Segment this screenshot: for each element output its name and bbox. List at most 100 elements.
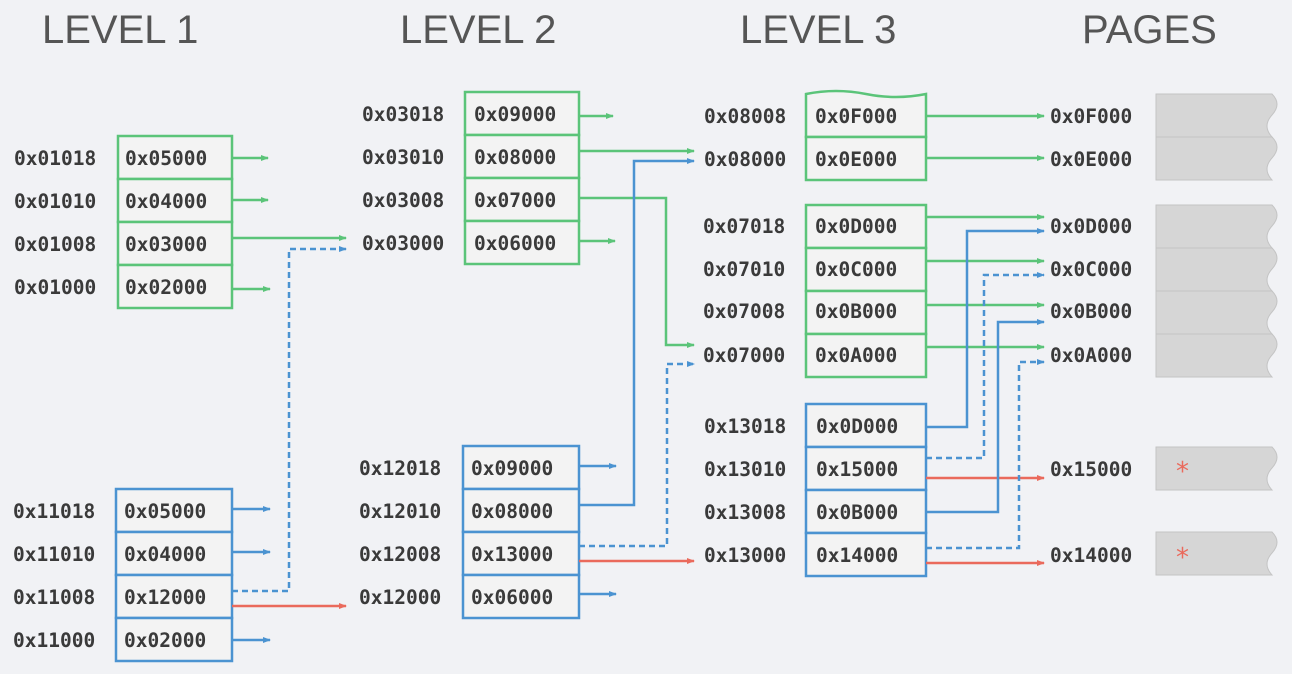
- entry-address: 0x07018: [703, 215, 785, 238]
- entry-address: 0x13018: [704, 415, 786, 438]
- table-cell: [463, 219, 581, 266]
- page-block: [1155, 247, 1278, 292]
- page-group-2: [1155, 204, 1278, 378]
- entry-address: 0x12018: [359, 457, 441, 480]
- page-address: 0x14000: [1050, 544, 1132, 567]
- entry-value: 0x0B000: [815, 300, 897, 323]
- table-cell: [804, 289, 928, 336]
- table-cell: [804, 246, 928, 293]
- entry-address: 0x11018: [13, 500, 95, 523]
- entry-value: 0x04000: [124, 543, 206, 566]
- arrows-level2-green: [579, 113, 695, 348]
- page-address: 0x0F000: [1050, 105, 1132, 128]
- pointer-arrow-dashed: [232, 246, 347, 593]
- page-marker-star: *: [1176, 457, 1189, 487]
- entry-address: 0x01000: [14, 276, 96, 299]
- entry-value: 0x0D000: [816, 415, 898, 438]
- page-address: 0x15000: [1050, 458, 1132, 481]
- page-address: 0x0B000: [1050, 300, 1132, 323]
- table-cell: [804, 531, 928, 578]
- page-block: [1155, 93, 1278, 138]
- page-address: 0x0A000: [1050, 344, 1132, 367]
- level2-blue-table: 0x12018 0x12010 0x12008 0x12000 0x09000 …: [359, 444, 581, 620]
- table-cell: [804, 402, 928, 449]
- entry-address: 0x12010: [359, 500, 441, 523]
- level1-green-table: 0x01018 0x01010 0x01008 0x01000 0x05000 …: [14, 134, 234, 310]
- page-group-1: [1155, 93, 1278, 181]
- page-block-14000: [1155, 531, 1278, 576]
- pointer-arrow-dashed: [926, 272, 1045, 460]
- arrows-level1-green: [232, 155, 347, 292]
- entry-address: 0x07008: [703, 300, 785, 323]
- page-block: [1155, 290, 1278, 335]
- table-cell: [463, 90, 581, 137]
- entry-address: 0x13000: [704, 544, 786, 567]
- entry-value: 0x13000: [471, 543, 553, 566]
- entry-value: 0x02000: [124, 629, 206, 652]
- table-cell: [463, 133, 581, 180]
- entry-address: 0x08000: [704, 148, 786, 171]
- table-cell: [116, 177, 234, 224]
- arrows-level1-blue: [232, 246, 347, 643]
- entry-address: 0x11000: [13, 629, 95, 652]
- page-block-15000: [1155, 446, 1278, 491]
- entry-address: 0x13008: [704, 501, 786, 524]
- entry-value: 0x0F000: [815, 105, 897, 128]
- page-address: 0x0D000: [1050, 215, 1132, 238]
- page-block: [1155, 204, 1278, 249]
- entry-value: 0x05000: [125, 147, 207, 170]
- entry-address: 0x01008: [14, 233, 96, 256]
- entry-value: 0x03000: [125, 233, 207, 256]
- entry-value: 0x0E000: [815, 148, 897, 171]
- entry-address: 0x12000: [359, 586, 441, 609]
- level3-green-table-b: 0x07018 0x07010 0x07008 0x07000 0x0D000 …: [703, 203, 928, 379]
- pointer-arrow: [579, 196, 695, 348]
- entry-address: 0x08008: [704, 105, 786, 128]
- entry-address: 0x03000: [362, 232, 444, 255]
- pointer-arrow: [926, 228, 1045, 429]
- entry-value: 0x12000: [124, 586, 206, 609]
- entry-address: 0x03018: [362, 103, 444, 126]
- arrows-level3-blue: [926, 228, 1045, 566]
- header-pages: PAGES: [1082, 8, 1217, 52]
- arrows-level3-green: [926, 113, 1045, 350]
- entry-value: 0x0C000: [815, 258, 897, 281]
- entry-value: 0x08000: [474, 146, 556, 169]
- level2-green-table: 0x03018 0x03010 0x03008 0x03000 0x09000 …: [362, 90, 581, 266]
- entry-address: 0x07000: [703, 344, 785, 367]
- entry-value: 0x09000: [474, 103, 556, 126]
- entry-value: 0x02000: [125, 276, 207, 299]
- entry-value: 0x09000: [471, 457, 553, 480]
- entry-value: 0x07000: [474, 189, 556, 212]
- entry-address: 0x13010: [704, 458, 786, 481]
- page-block: [1155, 333, 1278, 378]
- entry-address: 0x01010: [14, 190, 96, 213]
- entry-value: 0x0A000: [815, 344, 897, 367]
- entry-value: 0x0B000: [816, 501, 898, 524]
- table-cell: [804, 445, 928, 492]
- entry-address: 0x03008: [362, 189, 444, 212]
- entry-value: 0x06000: [474, 232, 556, 255]
- entry-value: 0x15000: [816, 458, 898, 481]
- header-level-3: LEVEL 3: [740, 8, 897, 52]
- pointer-arrow: [579, 158, 695, 507]
- level3-green-table-a: 0x08008 0x08000 0x0F000 0x0E000: [704, 89, 928, 182]
- page-block: [1155, 136, 1278, 181]
- pages-column: * * 0x0F000 0x0E000 0x0D000 0x0C000 0x0B…: [1050, 93, 1278, 576]
- entry-value: 0x06000: [471, 586, 553, 609]
- table-cell: [114, 573, 234, 620]
- page-address: 0x0C000: [1050, 258, 1132, 281]
- level3-blue-table: 0x13018 0x13010 0x13008 0x13000 0x0D000 …: [704, 402, 928, 578]
- table-cell-torn: [804, 89, 928, 139]
- entry-address: 0x11008: [13, 586, 95, 609]
- page-address: 0x0E000: [1050, 148, 1132, 171]
- table-cell: [116, 134, 234, 181]
- entry-address: 0x03010: [362, 146, 444, 169]
- header-level-2: LEVEL 2: [400, 8, 557, 52]
- entry-address: 0x07010: [703, 258, 785, 281]
- pointer-arrow: [926, 319, 1045, 514]
- pointer-arrow-dashed: [579, 361, 695, 548]
- table-cell: [461, 573, 581, 620]
- entry-address: 0x11010: [13, 543, 95, 566]
